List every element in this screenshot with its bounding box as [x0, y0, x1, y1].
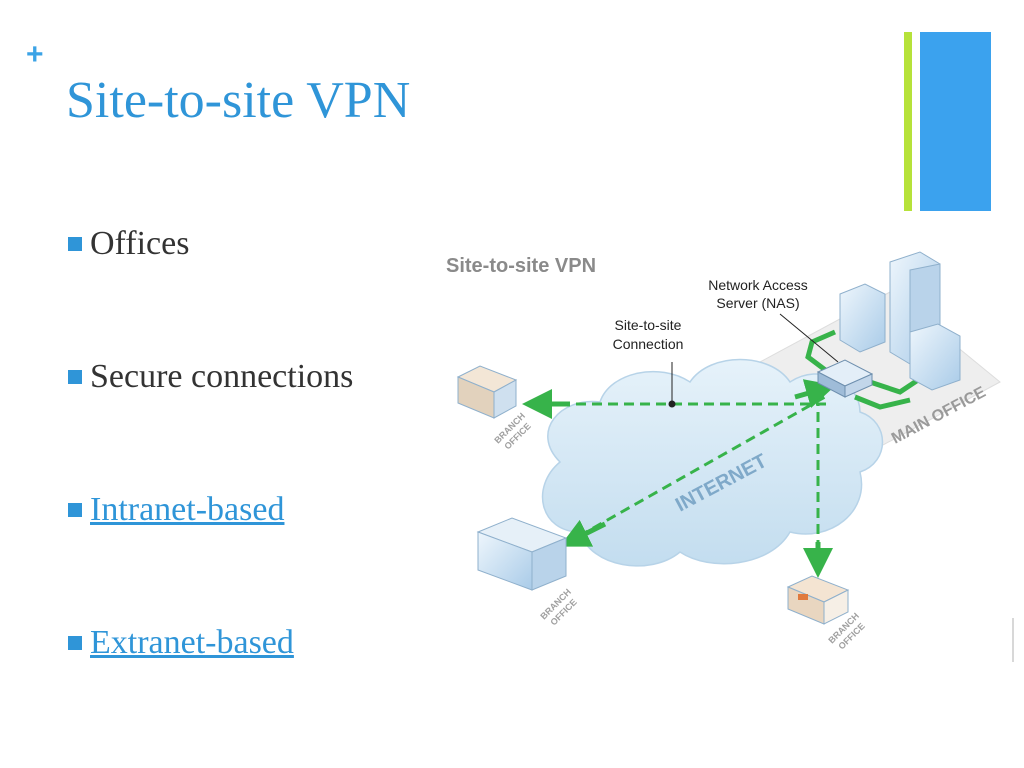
bullet-text: Offices — [90, 225, 190, 262]
bullet-item-extranet-based: Extranet-based — [68, 623, 294, 663]
intranet-based-link[interactable]: Intranet-based — [90, 491, 285, 528]
accent-bar-blue — [920, 32, 991, 211]
connection-label-line2: Connection — [613, 336, 684, 352]
connection-callout: Site-to-site Connection — [613, 317, 684, 408]
bullet-item-intranet-based: Intranet-based — [68, 490, 284, 530]
vpn-diagram: Site-to-site VPN INTERNET Site-to-site C… — [446, 251, 1001, 651]
connection-label-line1: Site-to-site — [615, 317, 682, 333]
extranet-based-link[interactable]: Extranet-based — [90, 624, 294, 661]
bullet-square-icon — [68, 237, 82, 251]
bullet-item-secure-connections: Secure connections — [68, 357, 353, 397]
bullet-square-icon — [68, 503, 82, 517]
nas-label-line2: Server (NAS) — [716, 295, 799, 311]
slide-plus-marker: + — [26, 38, 44, 71]
bullet-square-icon — [68, 370, 82, 384]
internet-cloud-icon: INTERNET — [541, 358, 884, 567]
main-office-building-icon — [839, 251, 961, 391]
bullet-text: Secure connections — [90, 358, 354, 395]
slide-title: Site-to-site VPN — [66, 72, 411, 129]
bullet-square-icon — [68, 636, 82, 650]
vpn-connections — [522, 329, 920, 578]
branch-office-building-icon — [476, 517, 568, 591]
nas-label-line1: Network Access — [708, 277, 808, 293]
bullet-item-offices: Offices — [68, 224, 189, 264]
diagram-title: Site-to-site VPN — [446, 255, 596, 277]
edge-divider — [1012, 618, 1014, 662]
nas-callout: Network Access Server (NAS) — [708, 277, 839, 363]
nas-server-icon — [816, 359, 874, 398]
accent-bar-green — [904, 32, 912, 211]
branch-office-building-icon — [786, 575, 850, 625]
branch-office-building-icon — [456, 365, 518, 419]
